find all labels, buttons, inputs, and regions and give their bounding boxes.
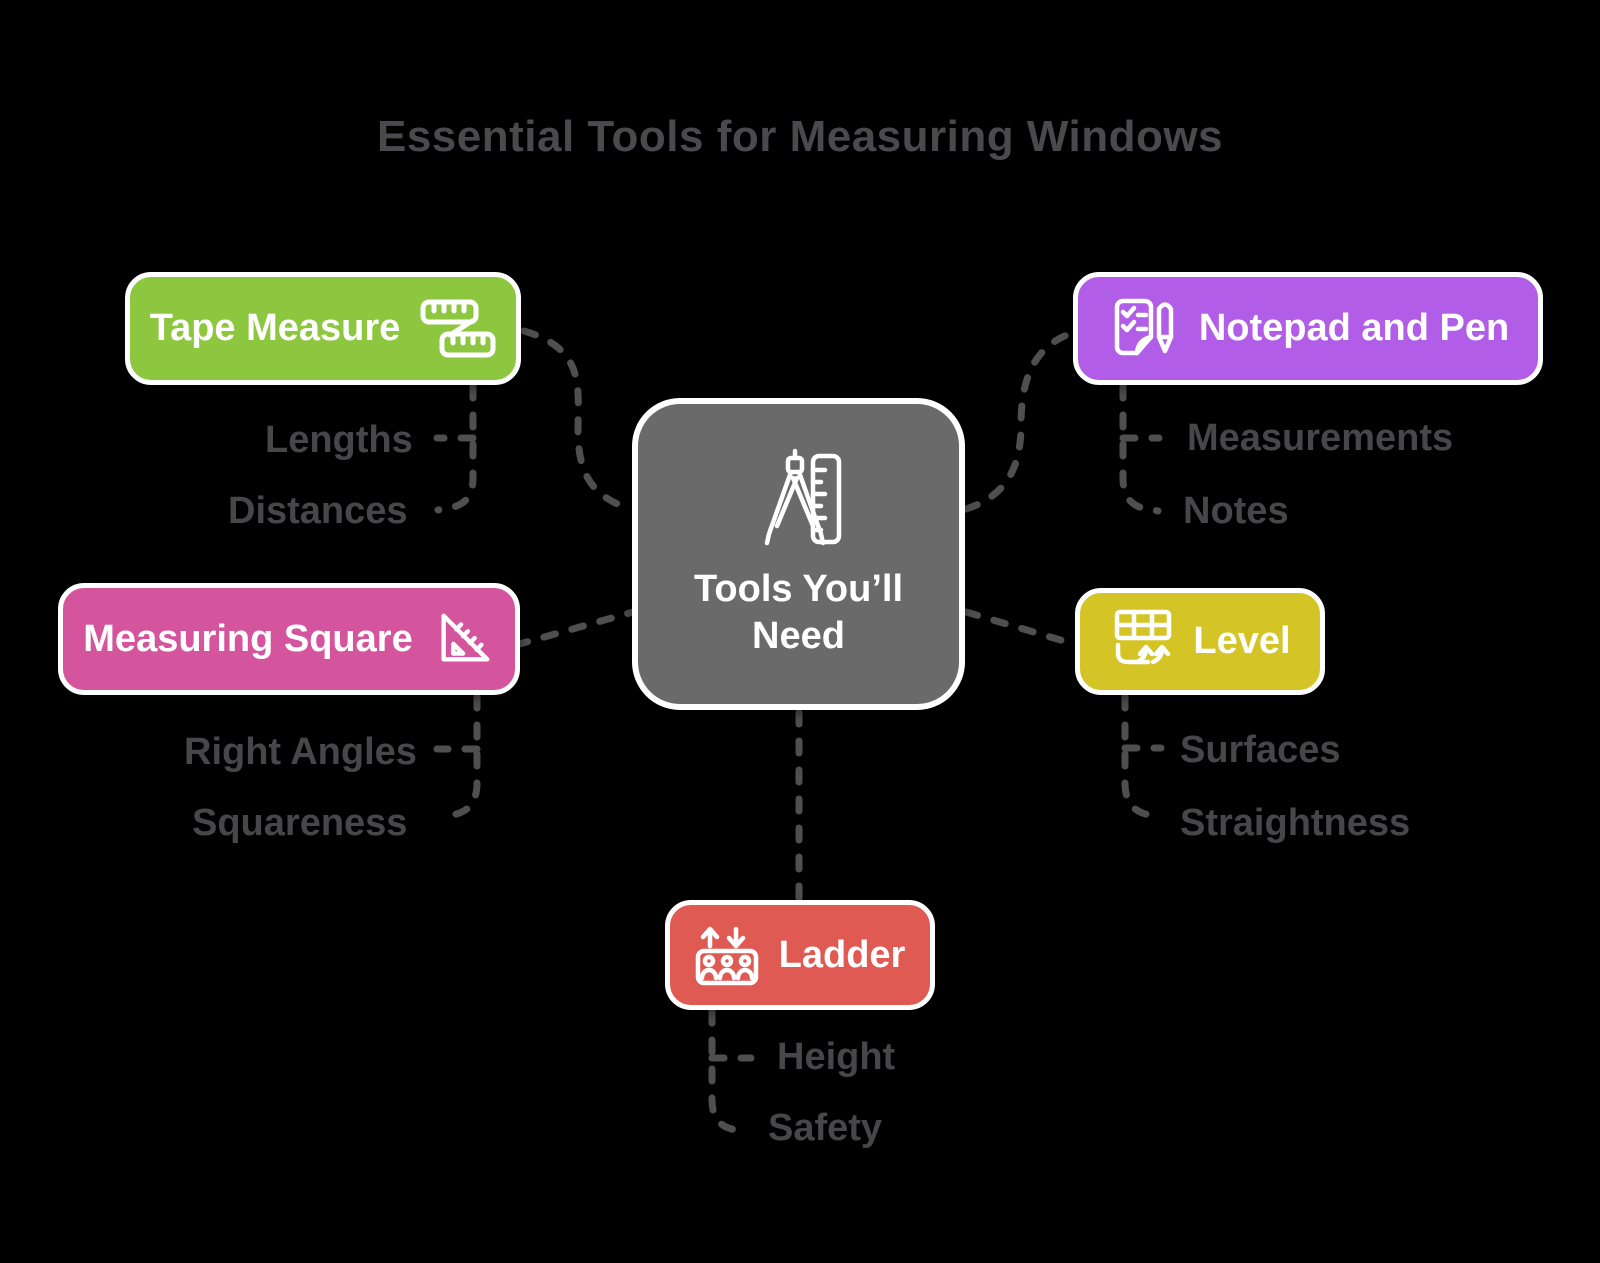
connector-center-to-level [962,608,1078,648]
connector-ladder-children [708,1007,752,1136]
set-square-icon [433,608,495,670]
connector-center-to-notepad [962,329,1076,513]
node-measuring-square-label: Measuring Square [83,617,413,660]
sub-label-squareness: Squareness [192,802,408,844]
page-title: Essential Tools for Measuring Windows [376,112,1224,161]
notepad-pen-icon [1107,297,1179,361]
node-level-label: Level [1193,620,1291,662]
node-ladder-label: Ladder [778,933,906,976]
node-tools-youll-need: Tools You’ll Need [632,398,965,710]
sub-label-safety: Safety [768,1107,883,1149]
tape-measure-icon [420,298,496,360]
sub-label-distances: Distances [228,490,408,532]
node-notepad-and-pen: Notepad and Pen [1073,272,1543,385]
sub-label-surfaces: Surfaces [1180,729,1341,771]
sub-label-measurements: Measurements [1187,417,1454,459]
ladder-icon [695,924,759,986]
connector-square-children [437,692,481,821]
connector-level-children [1121,692,1165,821]
sub-label-height: Height [777,1036,896,1078]
node-ladder: Ladder [665,900,935,1010]
connector-notepad-children [1119,382,1162,515]
sub-label-lengths: Lengths [265,419,413,461]
node-measuring-square: Measuring Square [58,583,520,695]
node-notepad-and-pen-label: Notepad and Pen [1198,307,1510,349]
node-level: Level [1075,588,1325,695]
node-tools-youll-need-label: Tools You’ll Need [694,567,903,658]
connector-square-to-center [512,608,637,649]
connector-tape-to-center [520,327,635,513]
sub-label-right-angles: Right Angles [184,731,417,773]
node-tape-measure-label: Tape Measure [149,307,401,349]
node-tape-measure: Tape Measure [125,272,521,385]
compass-ruler-icon [749,448,849,550]
sub-label-notes: Notes [1183,490,1289,532]
connector-tape-children [434,382,477,514]
level-icon [1109,609,1173,675]
sub-label-straightness: Straightness [1180,802,1411,844]
